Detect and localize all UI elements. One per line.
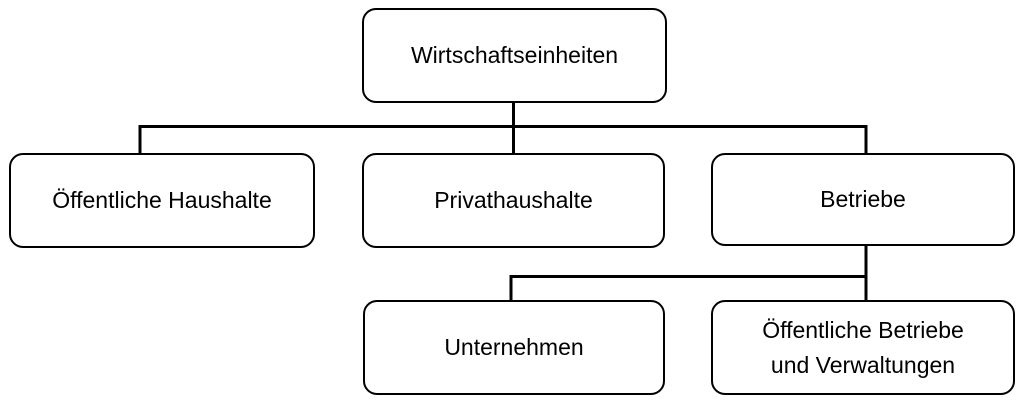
connector-root-rail [138,125,868,153]
connector-betriebe-rail [509,275,866,301]
node-privathaushalte: Privathaushalte [362,153,665,248]
node-betriebe: Betriebe [711,153,1015,246]
node-oeffentliche-betriebe-und-verwaltungen: Öffentliche Betriebe und Verwaltungen [711,300,1015,395]
node-label: Unternehmen [444,334,584,361]
node-label: Privathaushalte [434,187,593,214]
node-oeffentliche-haushalte: Öffentliche Haushalte [9,153,315,248]
node-unternehmen: Unternehmen [363,300,665,395]
node-label: Öffentliche Betriebe und Verwaltungen [762,317,964,378]
node-label: Öffentliche Haushalte [52,187,272,214]
node-label: Wirtschaftseinheiten [410,42,619,69]
node-wirtschaftseinheiten: Wirtschaftseinheiten [362,8,667,103]
node-label: Betriebe [820,186,906,213]
